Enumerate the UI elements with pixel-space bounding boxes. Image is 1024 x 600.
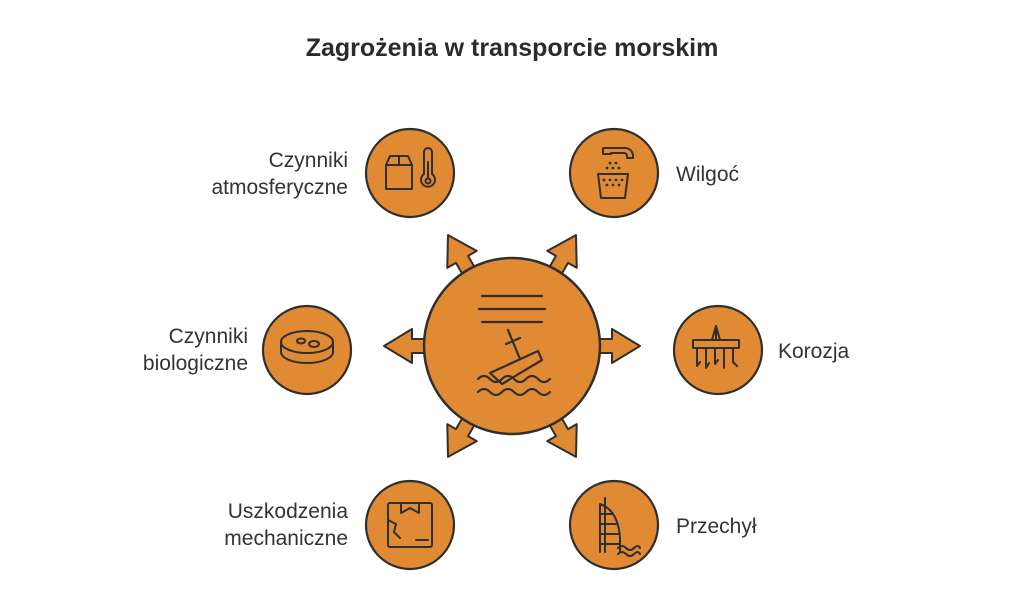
label-line: mechaniczne [224,527,348,550]
label-line: Czynniki [168,325,248,348]
node-circle-uszkodzenia-mechaniczne [364,479,456,571]
node-circle-czynniki-biologiczne [261,304,353,396]
label-czynniki-atmosferyczne: Czynniki atmosferyczne [211,147,348,201]
damaged-box-icon [387,502,433,548]
tilted-tower-water-icon [599,497,641,557]
diagram-title: Zagrożenia w transporcie morskim [305,34,719,62]
label-korozja: Korozja [778,338,849,365]
node-circle-korozja [672,304,764,396]
sinking-ship-icon [476,294,552,397]
label-line: Uszkodzenia [227,500,348,523]
node-circle-czynniki-atmosferyczne [364,127,456,219]
petri-dish-icon [280,330,334,364]
label-line: atmosferyczne [211,176,348,199]
label-wilgoc: Wilgoć [676,161,739,188]
center-circle [422,256,602,436]
label-przechyl: Przechył [676,513,757,540]
faucet-drops-icon [597,147,634,199]
label-czynniki-biologiczne: Czynniki biologiczne [143,323,248,377]
label-line: Wilgoć [676,163,740,186]
label-line: Przechył [676,515,757,538]
label-line: Korozja [778,340,850,363]
drops-dots [602,161,624,187]
box-thermometer-icon [385,147,436,190]
rusted-structure-icon [692,325,740,369]
label-line: biologiczne [142,352,248,375]
label-uszkodzenia-mechaniczne: Uszkodzenia mechaniczne [224,498,348,552]
label-line: Czynniki [268,149,348,172]
